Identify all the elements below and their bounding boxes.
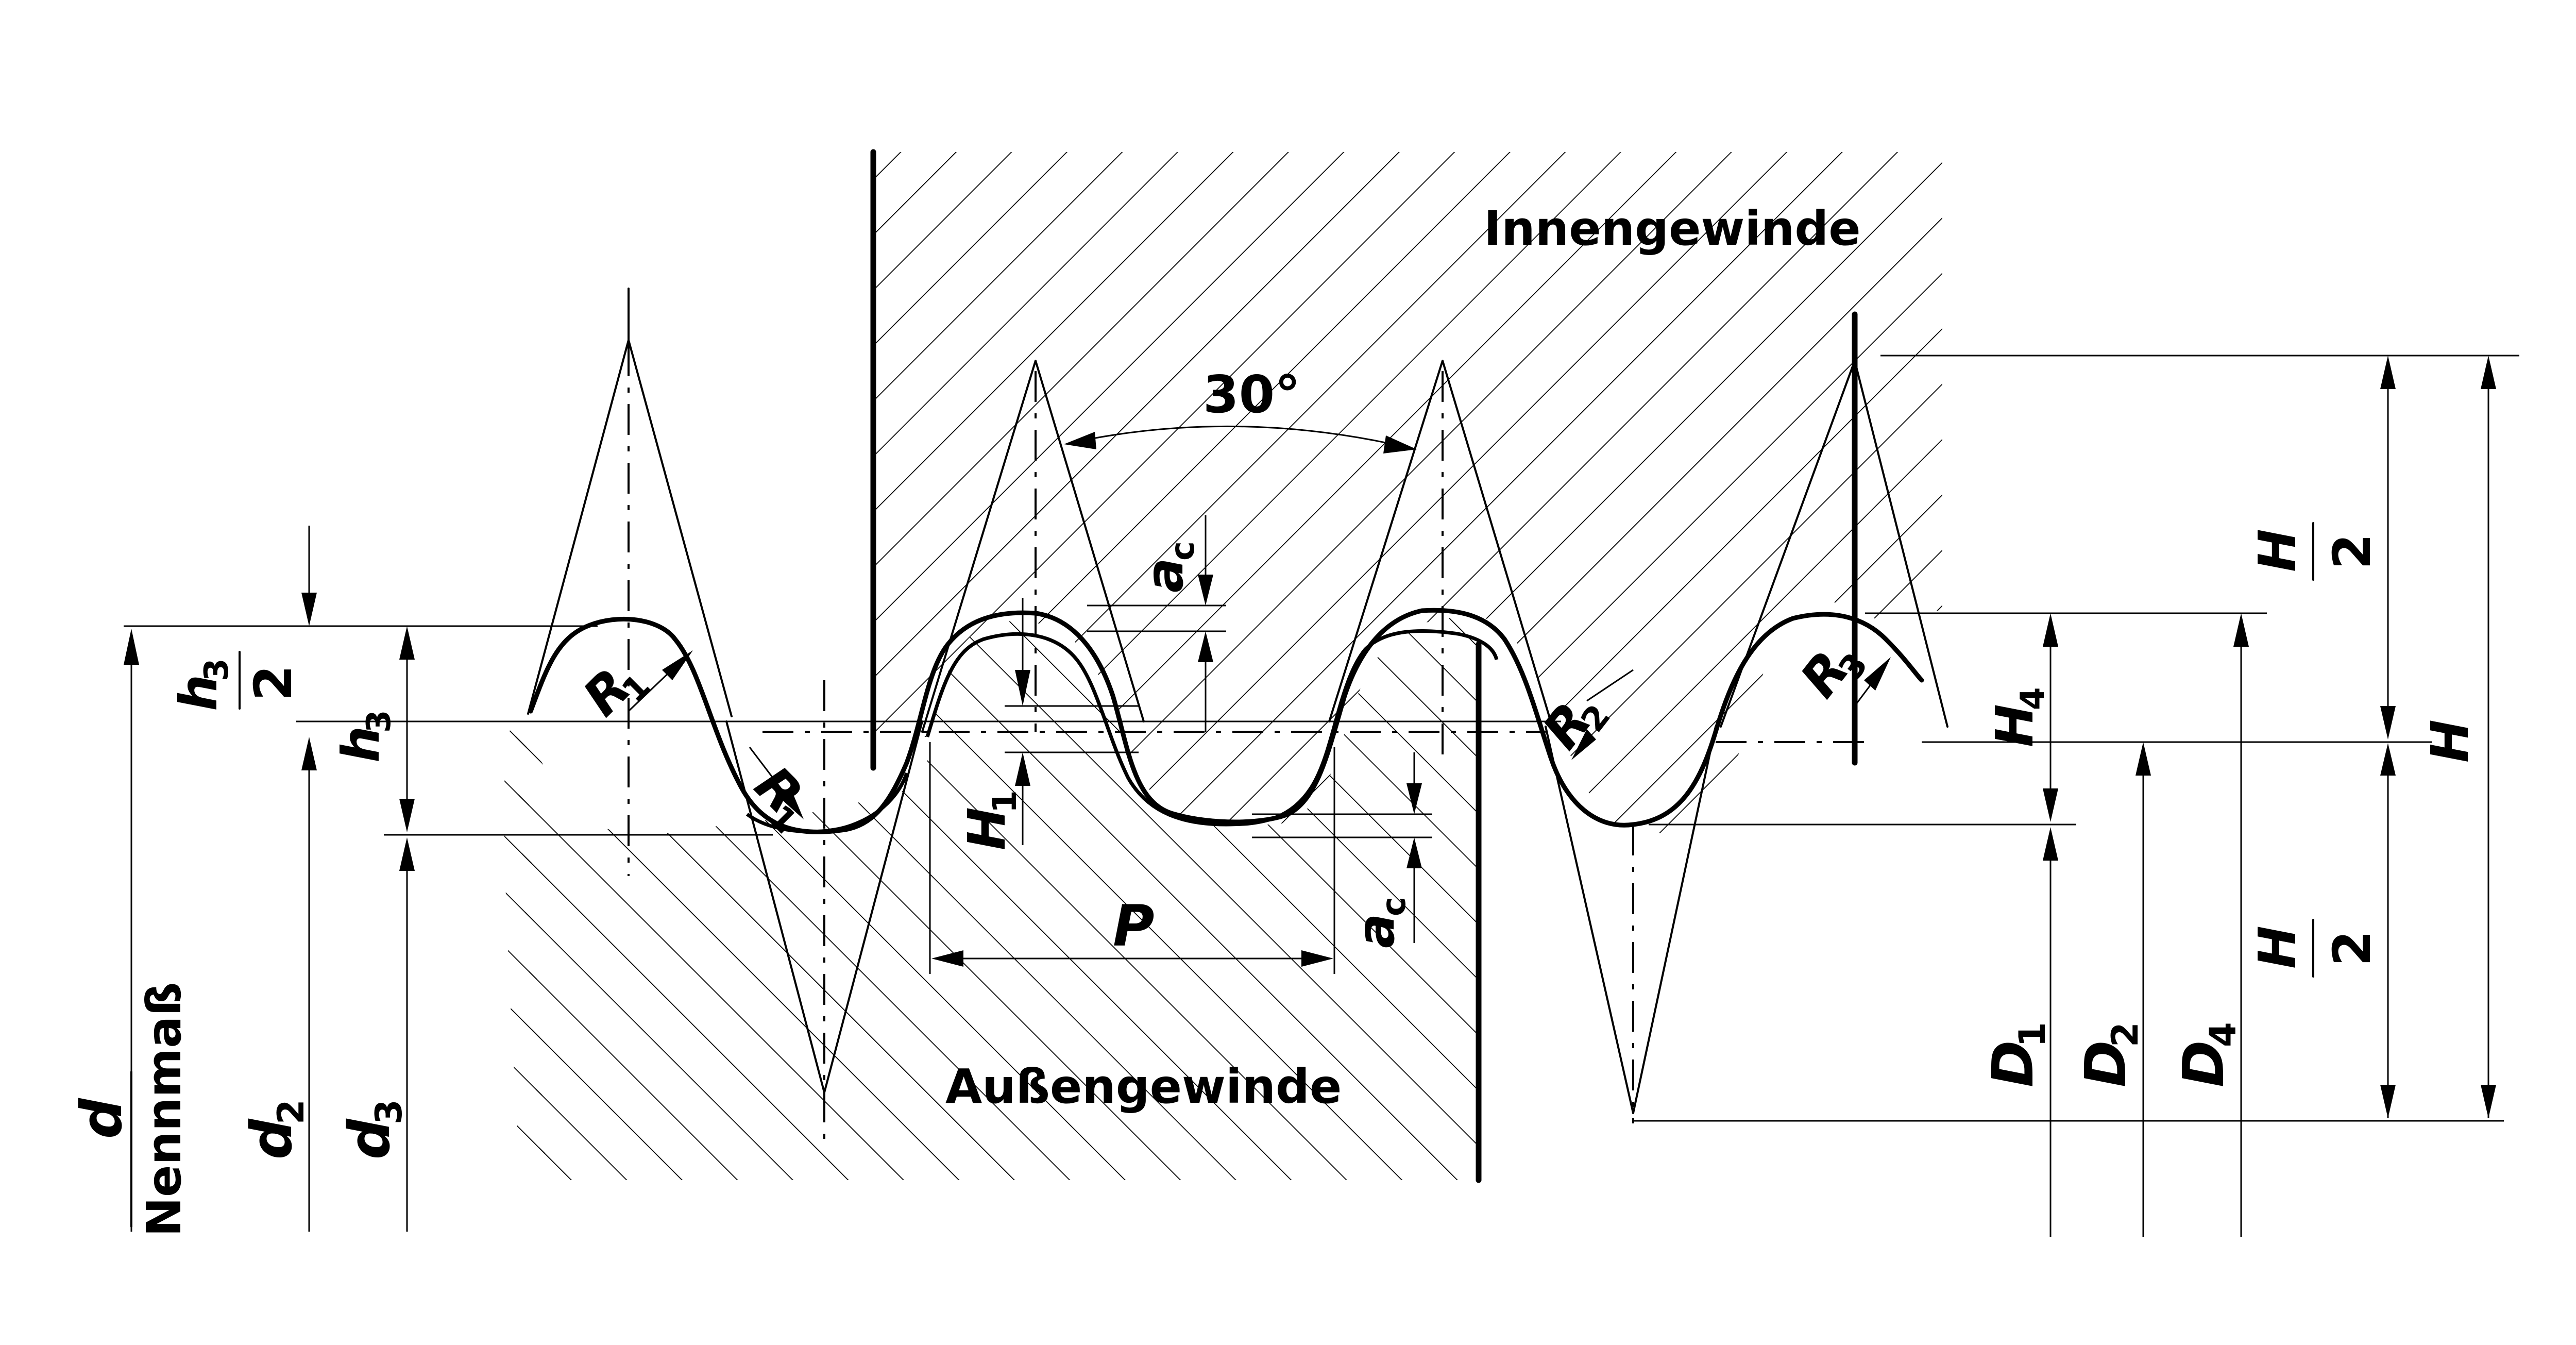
angle-arc [1069,425,1412,449]
svg-text:2: 2 [2322,930,2382,966]
outer-thread-hatch [515,615,1510,1180]
D2-label: D 2 [2073,1022,2146,1087]
svg-text:3: 3 [360,710,398,733]
nominal-label: Nennmaß [137,982,192,1237]
svg-text:d: d [239,1118,304,1159]
D1-label: D 1 [1980,1022,2054,1087]
H-half-lower-denominator: 2 [2322,930,2382,966]
R3-label: R 3 [1789,640,1876,709]
svg-text:3: 3 [368,1099,410,1124]
svg-text:H: H [2247,926,2308,969]
inner-thread-label: Innengewinde [1484,201,1861,256]
h3-half-label: h 3 [168,658,236,711]
H4-label: H 4 [1985,687,2052,747]
H-half-upper-numerator: H [2247,529,2308,572]
d-label: d [69,1098,134,1139]
svg-text:a: a [1134,558,1195,593]
H-label: H [2420,719,2480,763]
svg-text:H: H [957,807,1017,850]
svg-text:1: 1 [2011,1022,2054,1047]
svg-text:c: c [1164,541,1202,561]
svg-text:Nennmaß: Nennmaß [137,982,192,1237]
ac-lower-label: a c [1346,897,1413,948]
H-half-upper-denominator: 2 [2322,533,2382,569]
reference-lines [124,355,2519,1122]
svg-text:4: 4 [2014,687,2052,710]
svg-text:2: 2 [270,1099,312,1124]
h3-label: h 3 [331,710,398,763]
d3-label: d 3 [336,1099,410,1159]
outer-thread-hatch-left [504,721,546,1180]
H1-label: H 1 [957,790,1024,850]
R1-upper-label: R 1 [571,657,658,728]
H-half-lower-numerator: H [2247,926,2308,969]
thread-profile-outer [528,608,1924,834]
svg-text:D: D [1980,1040,2046,1087]
svg-text:1: 1 [986,790,1024,813]
svg-text:h: h [168,675,229,711]
thread-profile-inner [925,629,1499,827]
svg-text:h: h [331,726,391,763]
pitch-label: P [1113,893,1155,959]
svg-text:H: H [2420,719,2480,763]
svg-text:2: 2 [2322,533,2382,569]
svg-text:3: 3 [198,658,236,681]
svg-text:2: 2 [2104,1022,2146,1047]
outer-thread-label: Außengewinde [945,1059,1342,1114]
svg-text:H: H [1985,704,2045,747]
angle-label: 30° [1203,364,1300,425]
D4-label: D 4 [2171,1022,2244,1087]
svg-text:a: a [1346,914,1406,948]
inner-thread-hatch [873,152,1942,833]
center-lines [628,345,1865,1149]
svg-text:D: D [2073,1040,2139,1087]
svg-text:c: c [1375,897,1413,916]
d2-label: d 2 [239,1099,312,1159]
svg-text:H: H [2247,529,2308,572]
svg-text:D: D [2171,1040,2236,1087]
svg-text:d: d [336,1118,402,1159]
right-dimensions [2043,356,2496,1237]
svg-text:2: 2 [243,665,303,701]
h3-half-denominator: 2 [243,665,303,701]
svg-text:d: d [69,1098,134,1139]
ac-upper-label: a c [1134,541,1202,593]
svg-text:4: 4 [2202,1022,2244,1047]
